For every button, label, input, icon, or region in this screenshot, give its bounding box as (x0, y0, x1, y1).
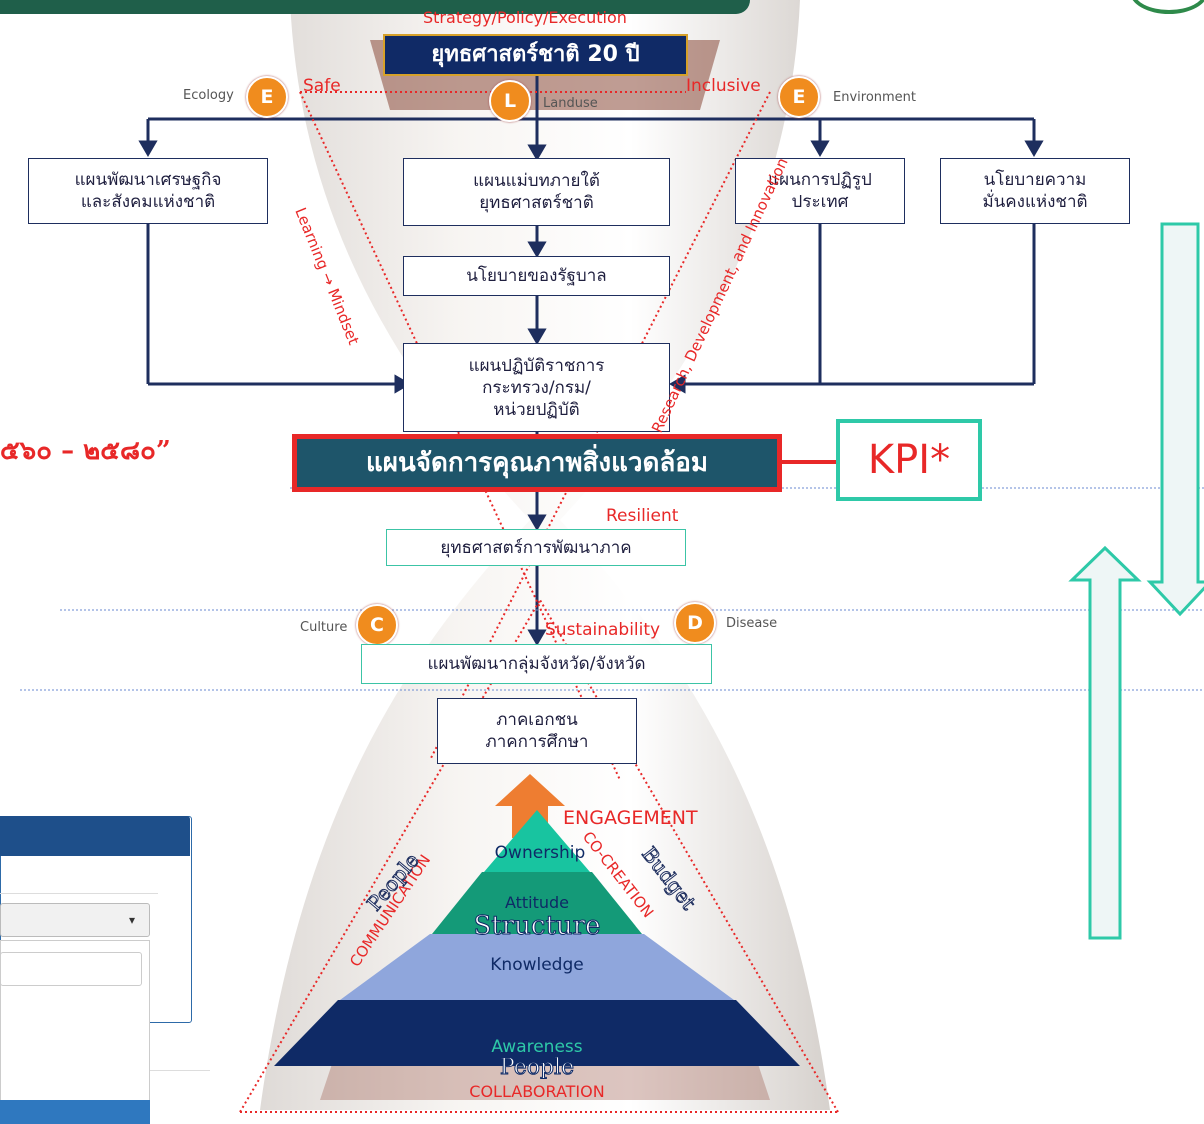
box-economic-plan: แผนพัฒนาเศรษฐกิจ และสังคมแห่งชาติ (28, 158, 268, 224)
box-security-policy: นโยบายความ มั่นคงแห่งชาติ (940, 158, 1130, 224)
circle-e-ecology: E (246, 76, 288, 118)
box-environment-plan: แผนจัดการคุณภาพสิ่งแวดล้อม (292, 434, 782, 492)
label-engagement: ENGAGEMENT (563, 807, 698, 829)
header-strip (0, 0, 1204, 16)
box-regional-strategy: ยุทธศาสตร์การพัฒนาภาค (386, 529, 686, 566)
pyramid-ownership-label: Ownership (494, 843, 586, 863)
overlay-panel-header (0, 816, 190, 856)
pyramid-collaboration-label: COLLABORATION (469, 1082, 605, 1101)
circle-label-disease: Disease (726, 616, 778, 631)
circle-label-environment: Environment (833, 90, 917, 105)
box-government-policy: นโยบายของรัฐบาล (403, 256, 670, 296)
pyramid-awareness-label: Awareness (491, 1037, 583, 1057)
circle-c-culture: C (356, 604, 398, 646)
pyramid-knowledge-label: Knowledge (490, 955, 584, 975)
pyramid-attitude-label: Attitude (504, 893, 570, 912)
box-master-plan: แผนแม่บทภายใต้ ยุทธศาสตร์ชาติ (403, 158, 670, 226)
circle-label-ecology: Ecology (183, 88, 234, 103)
circle-label-landuse: Landuse (543, 96, 598, 111)
strategy-label: Strategy/Policy/Execution (423, 8, 627, 27)
pyramid-people-label: People (499, 1055, 575, 1081)
kpi-box: KPI* (836, 419, 982, 501)
top-box-national-strategy: ยุทธศาสตร์ชาติ 20 ปี (383, 34, 688, 76)
pyramid-ownership (484, 810, 590, 872)
left-year-fragment: ๕๖๐ – ๒๕๘๐” (0, 436, 171, 466)
top-banner-bar (0, 0, 750, 14)
panel-divider-lower (150, 1070, 210, 1071)
box-action-plan: แผนปฏิบัติราชการ กระทรวง/กรม/ หน่วยปฏิบั… (403, 343, 670, 432)
label-resilient: Resilient (606, 506, 679, 526)
pyramid-structure-label: Structure (473, 911, 601, 942)
circle-e-environment: E (778, 76, 820, 118)
label-sustainability: Sustainability (545, 620, 661, 640)
panel-divider (0, 893, 158, 894)
label-inclusive: Inclusive (686, 76, 761, 96)
dropdown-highlighted-item[interactable] (0, 1100, 150, 1124)
box-reform-plan: แผนการปฏิรูป ประเทศ (735, 158, 905, 224)
circle-d-disease: D (674, 602, 716, 644)
box-private-education: ภาคเอกชน ภาคการศึกษา (437, 698, 637, 764)
box-provincial-plan: แผนพัฒนากลุ่มจังหวัด/จังหวัด (361, 644, 712, 684)
dropdown-search-input[interactable] (0, 952, 142, 986)
label-safe: Safe (303, 76, 341, 96)
circle-l-landuse: L (489, 80, 531, 122)
panel-dropdown[interactable]: ▾ (0, 903, 150, 937)
chevron-down-icon: ▾ (128, 913, 135, 927)
circle-label-culture: Culture (300, 620, 348, 635)
